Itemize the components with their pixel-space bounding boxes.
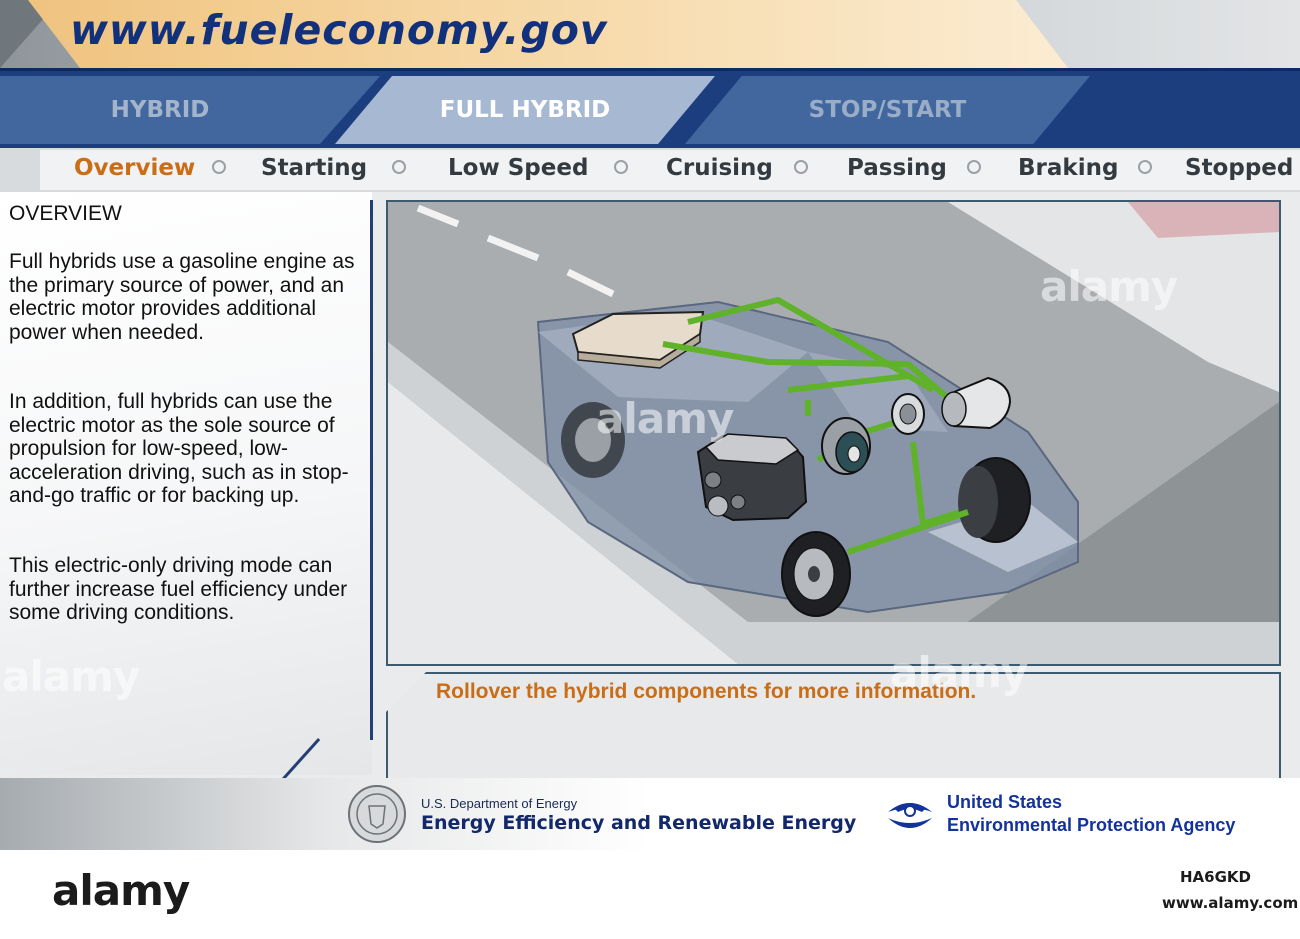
subnav-separator-dot (967, 160, 981, 174)
subnav-separator-dot (794, 160, 808, 174)
subnav-stopped[interactable]: Stopped (1185, 155, 1294, 181)
overview-paragraph-1: Full hybrids use a gasoline engine as th… (9, 250, 355, 344)
subnav-low-speed[interactable]: Low Speed (448, 155, 589, 181)
subnav-starting[interactable]: Starting (261, 155, 368, 181)
watermark-bar (0, 850, 1300, 939)
subnav-separator-dot (392, 160, 406, 174)
tab-hybrid[interactable]: HYBRID (0, 76, 380, 144)
overview-panel (0, 192, 372, 775)
subnav-separator-dot (614, 160, 628, 174)
info-panel (386, 672, 1281, 782)
subnav-cruising[interactable]: Cruising (666, 155, 773, 181)
watermark-site: www.alamy.com (1162, 894, 1299, 912)
rear-wheel[interactable] (561, 402, 625, 478)
overview-paragraph-2: In addition, full hybrids can use the el… (9, 390, 349, 507)
hybrid-car-diagram (388, 202, 1279, 664)
doe-office-link[interactable]: Energy Efficiency and Renewable Energy (421, 812, 857, 834)
epa-name-line-2[interactable]: Environmental Protection Agency (947, 815, 1236, 835)
subnav-braking[interactable]: Braking (1018, 155, 1119, 181)
power-split-device[interactable] (891, 393, 925, 435)
tab-stop-start-label: STOP/START (808, 97, 967, 123)
subnav-overview[interactable]: Overview (74, 155, 196, 181)
tab-full-hybrid-label: FULL HYBRID (439, 97, 611, 123)
watermark-brand: alamy (52, 866, 190, 915)
overview-heading: OVERVIEW (9, 202, 122, 225)
sidewalk-far (948, 202, 1279, 392)
front-wheel-left[interactable] (781, 531, 851, 617)
panel-divider (370, 200, 373, 740)
site-header: www.fueleconomy.gov (0, 0, 1300, 68)
subnav-separator-dot (1138, 160, 1152, 174)
overview-paragraph-3: This electric-only driving mode can furt… (9, 554, 348, 624)
doe-seal-icon[interactable] (347, 784, 407, 844)
tab-stop-start[interactable]: STOP/START (685, 76, 1090, 144)
url-plate (28, 0, 1068, 68)
generator[interactable] (941, 376, 1012, 430)
tab-full-hybrid[interactable]: FULL HYBRID (335, 76, 715, 144)
sub-nav-strip (40, 150, 1300, 190)
epa-name-line-1[interactable]: United States (947, 792, 1063, 812)
site-url-title[interactable]: www.fueleconomy.gov (70, 6, 608, 54)
tab-hybrid-label: HYBRID (110, 97, 210, 123)
front-wheel-right[interactable] (958, 457, 1031, 543)
gasoline-engine[interactable] (696, 433, 808, 522)
doe-department-label: U.S. Department of Energy (421, 796, 578, 811)
subnav-passing[interactable]: Passing (847, 155, 947, 181)
curb (388, 342, 1279, 664)
building-corner (1128, 202, 1279, 238)
hybrid-diagram-panel (386, 200, 1281, 666)
primary-tab-bar: HYBRID FULL HYBRID STOP/START (0, 68, 1300, 148)
rollover-instruction: Rollover the hybrid components for more … (436, 680, 977, 703)
subnav-separator-dot (212, 160, 226, 174)
epa-logo-icon[interactable] (884, 794, 936, 836)
electric-motor[interactable] (821, 417, 871, 475)
watermark-image-id: HA6GKD (1180, 868, 1251, 886)
drive-axle (847, 509, 969, 555)
footer (0, 778, 1300, 850)
lane-markings (416, 204, 615, 298)
app-frame: www.fueleconomy.gov HYBRID FULL HYBRID S… (0, 0, 1300, 850)
